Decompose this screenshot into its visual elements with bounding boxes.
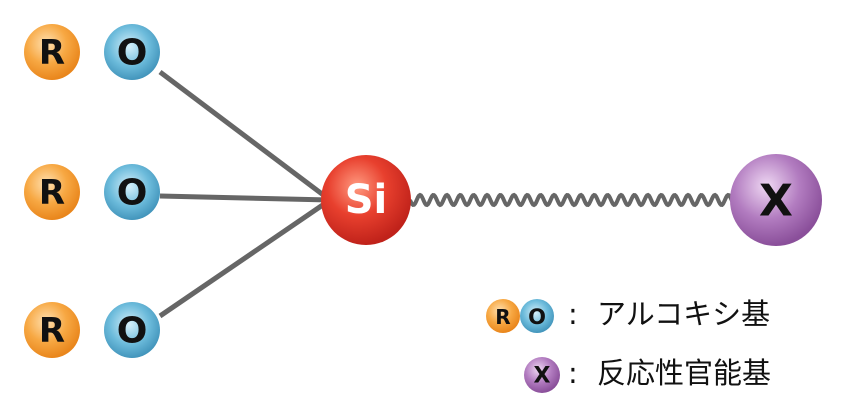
si-label: Si xyxy=(345,177,388,223)
x-label: X xyxy=(759,176,793,227)
legend-text-functional: 反応性官能基 xyxy=(597,356,771,390)
alkoxy-group-2: R O xyxy=(24,164,160,220)
r-label: R xyxy=(39,173,65,213)
bond-line-2 xyxy=(159,193,331,203)
functional-group: X xyxy=(730,154,822,246)
wavy-chain xyxy=(408,192,734,208)
legend-r-label: R xyxy=(495,305,510,329)
r-label: R xyxy=(39,33,65,73)
legend-separator: : xyxy=(568,297,578,331)
bonds xyxy=(158,70,734,319)
alkoxy-group-3: R O xyxy=(24,302,160,358)
legend-o-label: O xyxy=(528,305,546,329)
o-label: O xyxy=(117,173,148,214)
r-label: R xyxy=(39,311,65,351)
silicon-atom: Si xyxy=(321,155,411,245)
o-label: O xyxy=(117,33,148,74)
o-label: O xyxy=(117,311,148,352)
bond-line-1 xyxy=(158,70,332,202)
legend-text-alkoxy: アルコキシ基 xyxy=(597,297,770,331)
legend-item-functional: X : 反応性官能基 xyxy=(524,356,771,393)
legend: R O : アルコキシ基 X : 反応性官能基 xyxy=(486,297,771,393)
legend-x-label: X xyxy=(534,364,551,389)
legend-item-alkoxy: R O : アルコキシ基 xyxy=(486,297,770,333)
legend-separator: : xyxy=(568,356,578,390)
bond-line-3 xyxy=(158,197,332,319)
alkoxy-group-1: R O xyxy=(24,24,160,80)
